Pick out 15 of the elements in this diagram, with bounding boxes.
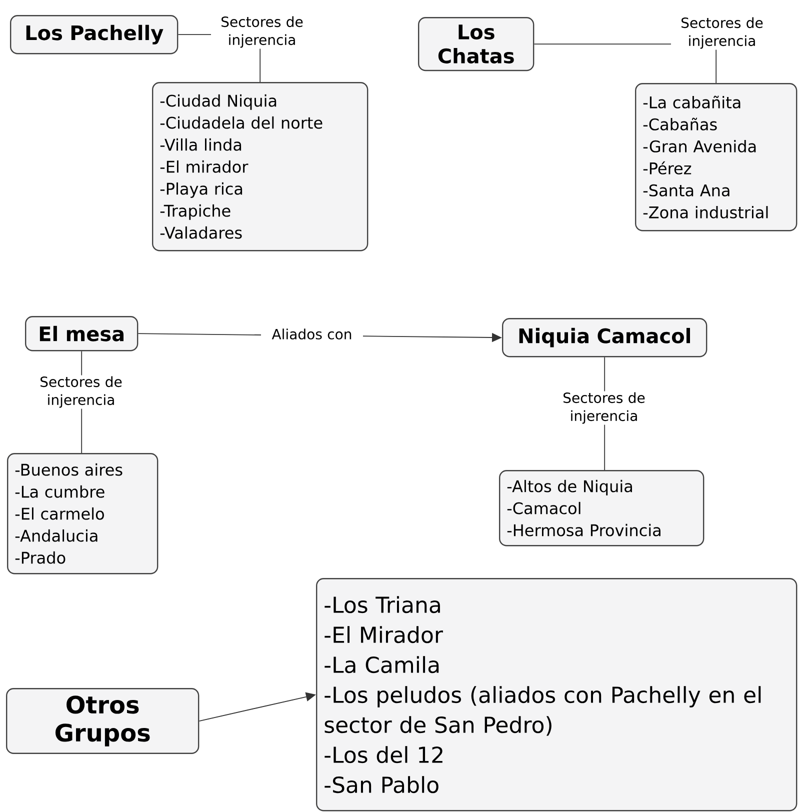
- concept-box: Los Pachelly: [10, 15, 178, 54]
- concept-box: El mesa: [25, 316, 138, 352]
- concept-box: Niquia Camacol: [502, 318, 708, 358]
- edge-label: Sectores de injerencia: [30, 375, 132, 409]
- concept-box: Otros Grupos: [6, 688, 200, 754]
- edge-label: Sectores de injerencia: [211, 15, 313, 49]
- edge-label: Sectores de injerencia: [671, 16, 773, 50]
- list-box: -Ciudad Niquia -Ciudadela del norte -Villa linda -El mirador -Playa rica -Trapiche -Valadares: [152, 82, 368, 252]
- concept-box: Los Chatas: [418, 17, 534, 72]
- list-box: -Buenos aires -La cumbre -El carmelo -Andalucia -Prado: [7, 453, 158, 574]
- list-box: -La cabañita -Cabañas -Gran Avenida -Pérez -Santa Ana -Zona industrial: [635, 83, 798, 232]
- list-box: -Los Triana -El Mirador -La Camila -Los peludos (aliados con Pachelly en el sector de San Pedro) -Los del 12 -San Pablo: [316, 578, 798, 812]
- edge-label: Sectores de injerencia: [553, 391, 655, 425]
- list-box: -Altos de Niquia -Camacol -Hermosa Provincia: [499, 470, 704, 546]
- edge-label: Aliados con: [261, 328, 363, 340]
